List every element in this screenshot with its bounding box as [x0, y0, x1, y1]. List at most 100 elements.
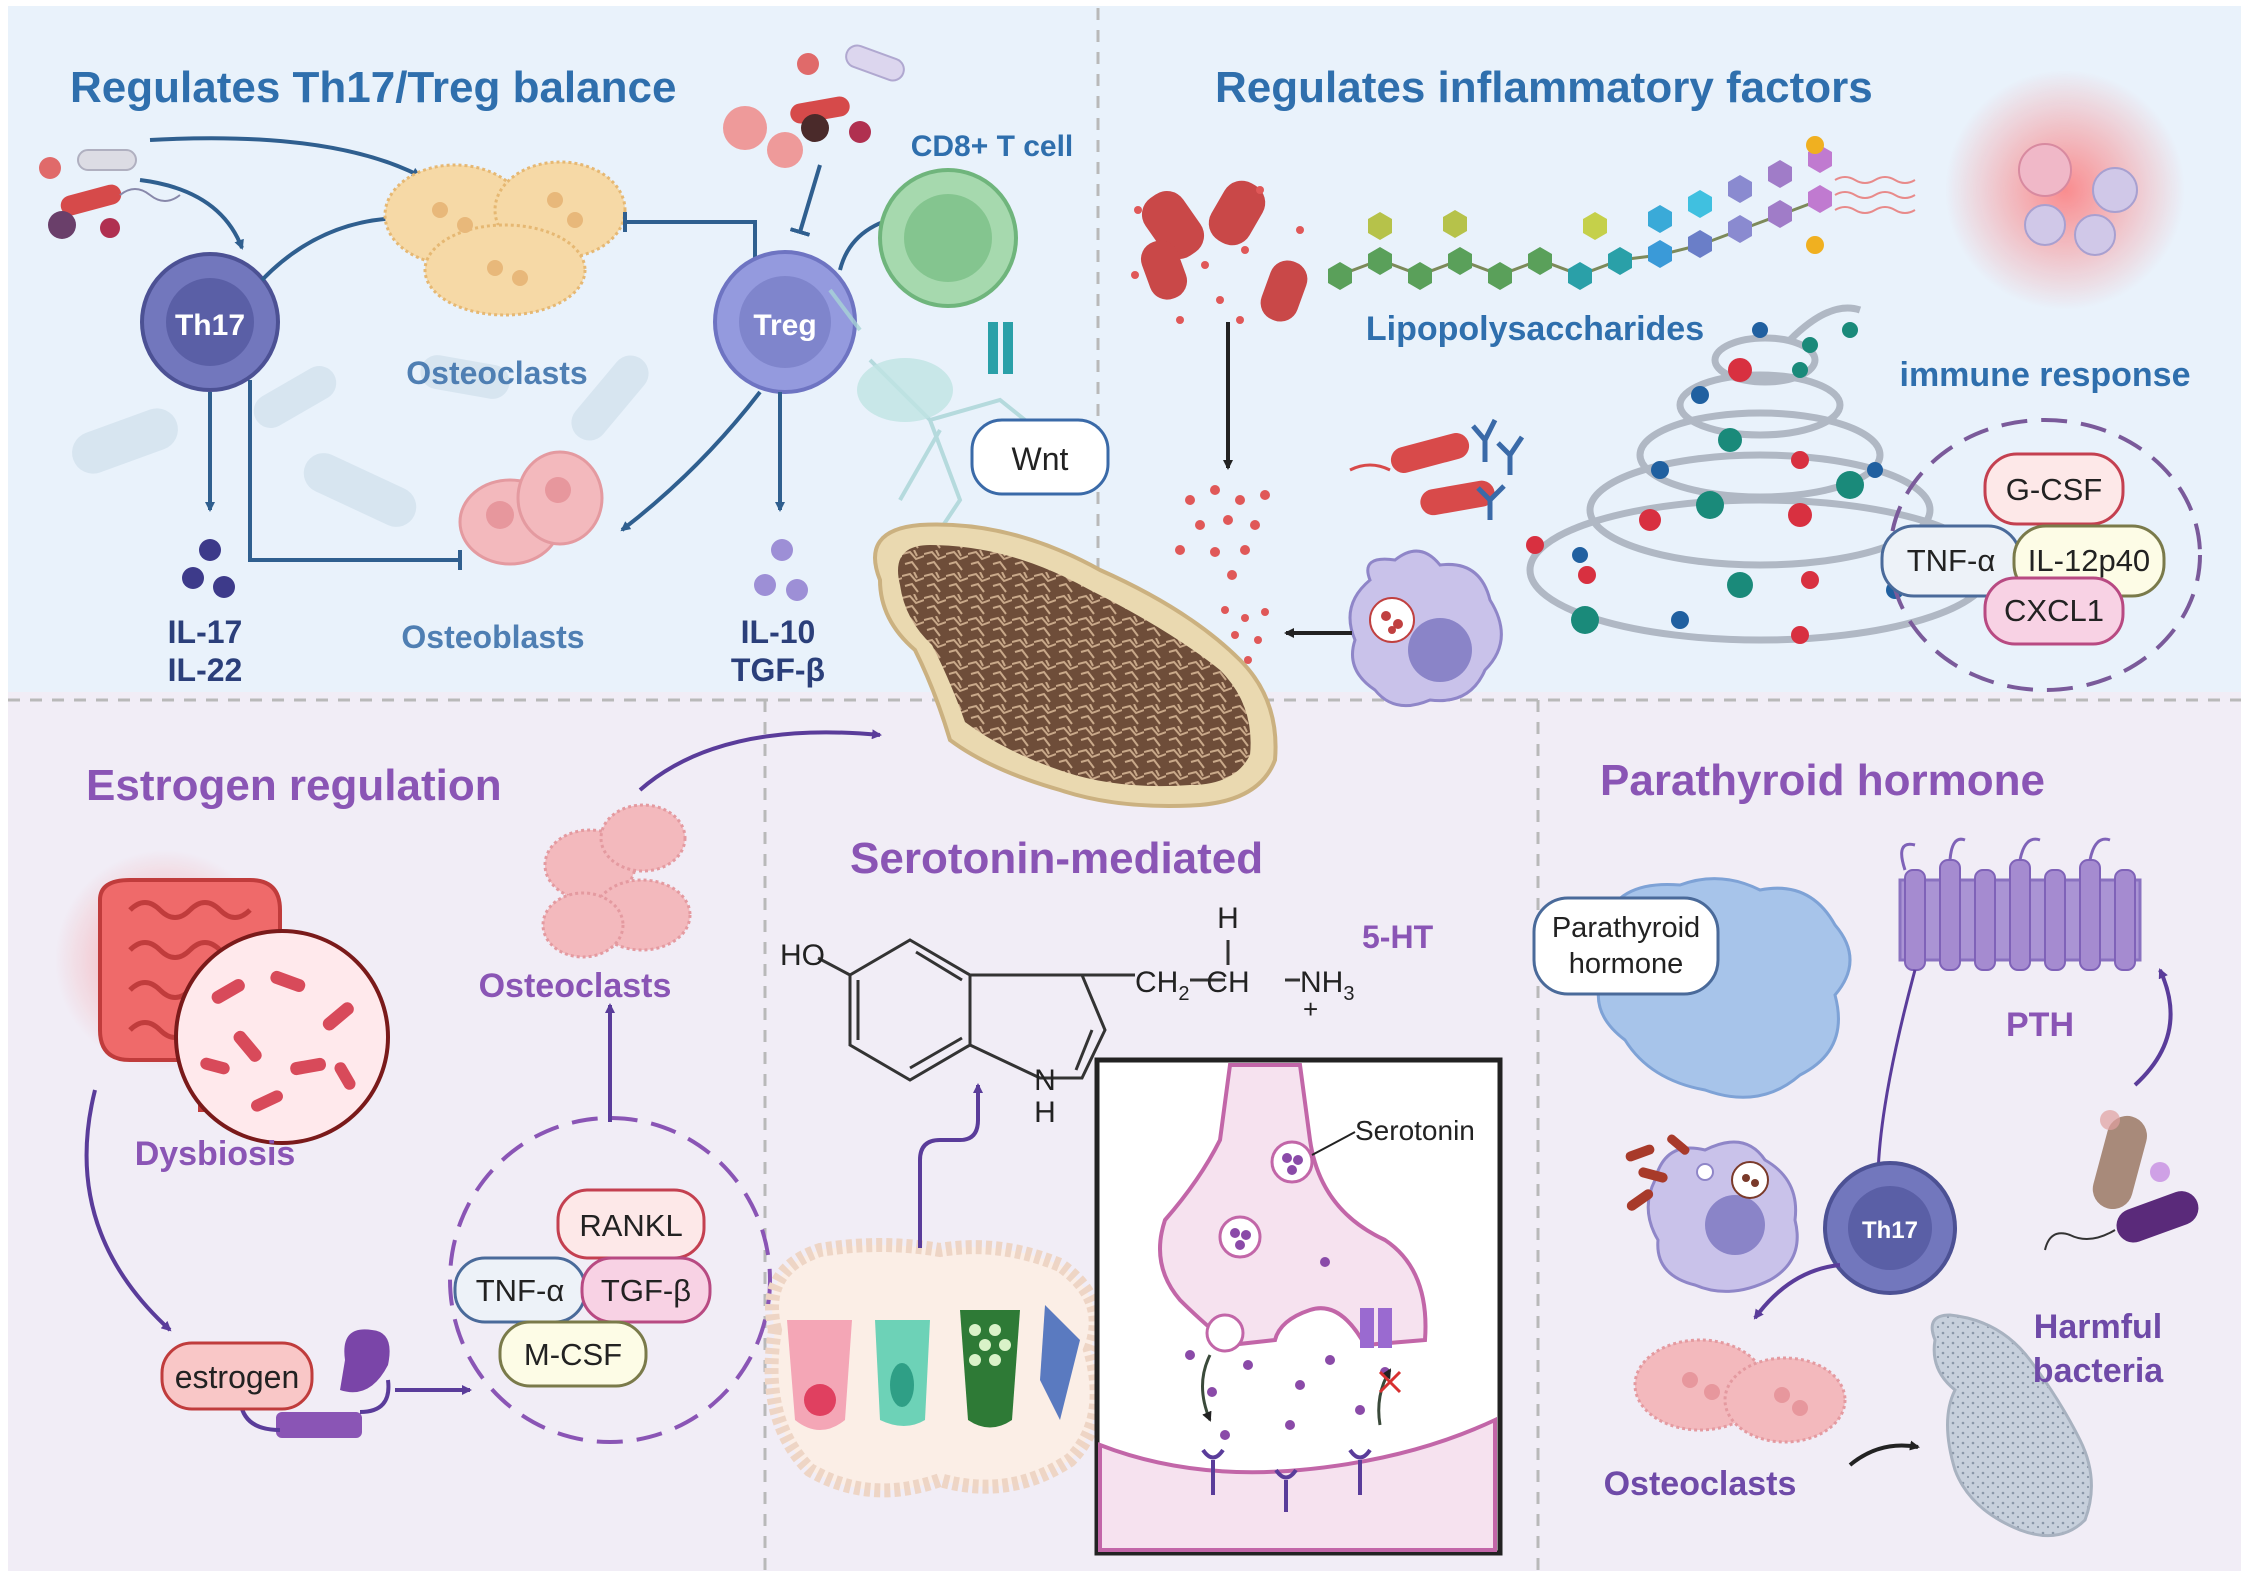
postsynaptic-membrane: [1098, 1416, 1497, 1552]
n-label: N: [1034, 1064, 1056, 1097]
gut-crypt: [764, 1238, 1104, 1498]
cd8-t-cell: [878, 168, 1018, 374]
immune-cells-glow: [2018, 143, 2138, 256]
nh3-subscript: 3: [1343, 983, 1354, 1005]
serotonin-title: Serotonin-mediated: [850, 834, 1263, 883]
h-top-label: H: [1217, 902, 1239, 935]
mcsf-label: M-CSF: [524, 1337, 622, 1372]
osteoclast-cluster-estrogen: [541, 803, 692, 959]
porous-bone: [1930, 1313, 2093, 1538]
estrogen-pill: [160, 1341, 314, 1411]
nh3-label: NH3: [1300, 966, 1354, 1005]
arrow-pth-th17: [1873, 969, 1917, 1177]
bacteria-magnifier: [174, 929, 390, 1145]
nh3-text: NH: [1300, 966, 1343, 999]
pth-label: PTH: [2006, 1006, 2074, 1044]
cxcl1-pill: [1983, 576, 2125, 646]
lps-dots-bottom: [1221, 606, 1269, 664]
arrow-pathogen-osteoclasts: [149, 136, 422, 178]
estrogen-title: Estrogen regulation: [86, 761, 502, 810]
th17-treg-title: Regulates Th17/Treg balance: [70, 63, 676, 112]
arrow-dysbiosis-estrogen: [84, 1089, 172, 1332]
lps-dots-middle: [1175, 485, 1270, 580]
harmful-bacteria: [2044, 1110, 2199, 1251]
ch2-subscript: 2: [1178, 983, 1189, 1005]
serotonin-receptors: [1201, 1448, 1372, 1512]
antibody-bacteria: [1349, 418, 1525, 520]
tnfa-label: TNF-α: [1907, 543, 1996, 578]
il10-label: IL-10: [741, 614, 816, 650]
estrogen-receptor: [238, 1329, 391, 1438]
inflammation-glow: [1945, 70, 2185, 310]
estrogen-osteoclasts-label: Osteoclasts: [479, 967, 672, 1005]
arrow-osteoclasts-bone-pth: [1848, 1440, 1920, 1467]
lps-chain: [1328, 136, 1916, 290]
wnt-box: [970, 418, 1110, 496]
pth-receptor: [1898, 837, 2142, 971]
osteoclasts-label-top: Osteoclasts: [406, 355, 587, 391]
neuron-body: [857, 358, 953, 422]
arrow-th17-osteoclasts-pth: [1753, 1263, 1841, 1320]
tgfb-label: TGF-β: [731, 652, 825, 688]
bacteria-lps-release: [1140, 180, 1308, 322]
reuptake-blocked-icon: [1378, 1370, 1402, 1394]
lps-label: Lipopolysaccharides: [1366, 310, 1704, 348]
arrow-reuptake: [1377, 1368, 1392, 1426]
pathogen-cluster-top: [723, 44, 905, 168]
arrow-gut-serotonin: [918, 1083, 983, 1248]
pth-title: Parathyroid hormone: [1600, 756, 2045, 805]
arrow-osteoclasts-bone: [638, 729, 882, 792]
sert-transporter: [1360, 1308, 1392, 1348]
serotonin-pointer: [1311, 1131, 1356, 1156]
small-bacteria-pth: [1625, 1134, 1690, 1211]
dna-spiral: [1526, 304, 1994, 644]
bone: [873, 522, 1278, 808]
h-bottom-label: H: [1034, 1096, 1056, 1129]
mcsf-pill: [498, 1320, 648, 1388]
harmful-label: Harmful: [2034, 1308, 2162, 1346]
osteoclast-cluster-pth: [1633, 1338, 1847, 1444]
osteoblast-cluster: [458, 450, 604, 566]
bacteria-label: bacteria: [2033, 1352, 2164, 1390]
presynaptic-terminal: [1158, 1063, 1428, 1348]
estrogen-cytokine-region: [448, 1116, 772, 1444]
panel-dividers: [8, 8, 2241, 1570]
osteoclast-cluster-top: [383, 160, 627, 317]
dna-beads: [1526, 322, 1904, 644]
estrogen-label: estrogen: [175, 1359, 300, 1395]
il10-tgfb-molecules: [754, 539, 808, 601]
cxcl1-label: CXCL1: [2004, 593, 2104, 628]
th17-cell-pth: Th17: [1823, 1161, 1957, 1295]
macrophage-top: [1348, 549, 1503, 708]
inhibit-pathogen-treg: [789, 164, 822, 237]
th17-label: Th17: [175, 309, 245, 342]
arrow-pathogen-th17: [139, 178, 244, 250]
th17-pth-label: Th17: [1862, 1217, 1918, 1244]
serotonin-label: Serotonin: [1355, 1115, 1475, 1146]
top-panel-bg: [8, 6, 2241, 692]
rankl-label: RANKL: [579, 1208, 682, 1243]
ho-label: HO: [780, 939, 825, 972]
5ht-label: 5-HT: [1362, 919, 1434, 955]
ch-label: CH: [1206, 966, 1249, 999]
hormone-label: hormone: [1569, 948, 1683, 980]
treg-cell: Treg: [713, 250, 857, 394]
parathyroid-label: Parathyroid: [1552, 912, 1700, 944]
ch2-text: CH: [1135, 966, 1178, 999]
macrophage-bottom: [1646, 1140, 1799, 1293]
inflammatory-title: Regulates inflammatory factors: [1215, 63, 1873, 112]
treg-label: Treg: [753, 309, 816, 342]
arrow-th17-osteoclasts: [260, 213, 402, 282]
th17-cell: Th17: [140, 252, 280, 392]
immune-response-label: immune response: [1900, 356, 2191, 394]
estrogen-tnfa-label: TNF-α: [476, 1273, 565, 1308]
inhibit-th17-osteoblasts: [248, 380, 462, 570]
pth-osteoclasts-label: Osteoclasts: [1604, 1465, 1797, 1503]
pathogen-cluster-left: [39, 149, 181, 239]
ch2-label: CH2: [1135, 966, 1189, 1005]
arrow-bacteria-pth: [2133, 968, 2173, 1087]
wnt-label: Wnt: [1012, 441, 1069, 477]
gcsf-pill: [1983, 452, 2125, 526]
parathyroid-hormone-box: [1532, 896, 1720, 996]
